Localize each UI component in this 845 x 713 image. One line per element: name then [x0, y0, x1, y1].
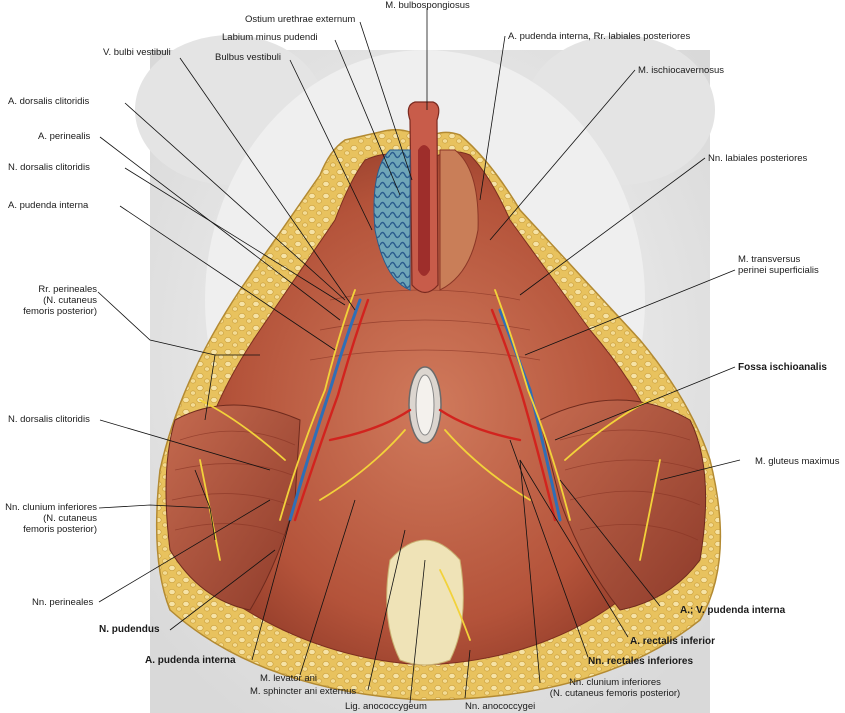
label-bulbus-vestibuli: Bulbus vestibuli	[215, 52, 282, 63]
leader-lines	[97, 8, 741, 704]
label-nn-labiales-posteriores: Nn. labiales posteriores	[708, 153, 808, 164]
label-a-rectalis-inferior: A. rectalis inferior	[630, 636, 716, 647]
label-av-pudenda-interna: A.; V. pudenda interna	[680, 605, 786, 616]
label-lig-anococcygeum: Lig. anococcygeum	[345, 701, 427, 712]
label-a-dorsalis-clitoridis: A. dorsalis clitoridis	[8, 96, 90, 107]
label-nn-perineales: Nn. perineales	[32, 597, 94, 608]
label-a-pudenda-interna-bottom: A. pudenda interna	[145, 655, 236, 666]
anus	[408, 366, 442, 444]
label-rr-perineales: Rr. perineales (N. cutaneus femoris post…	[23, 284, 97, 317]
label-bulbospongiosus: M. bulbospongiosus	[385, 0, 470, 11]
label-v-bulbi-vestibuli: V. bulbi vestibuli	[103, 47, 171, 58]
label-m-sphincter-ani: M. sphincter ani externus	[250, 686, 357, 697]
label-a-pudenda-interna-rr-labiales: A. pudenda interna, Rr. labiales posteri…	[508, 31, 691, 42]
vessels-nerves	[199, 289, 661, 641]
label-m-gluteus-maximus: M. gluteus maximus	[755, 456, 840, 467]
label-nn-anococcygei: Nn. anococcygei	[465, 701, 536, 712]
label-nn-rectales-inferiores: Nn. rectales inferiores	[588, 656, 694, 667]
label-a-perinealis: A. perinealis	[38, 131, 91, 142]
label-nn-clunium-left: Nn. clunium inferiores (N. cutaneus femo…	[5, 502, 97, 535]
label-m-levator-ani: M. levator ani	[260, 673, 318, 684]
muscle-field	[165, 151, 707, 666]
label-m-transversus-perinei: M. transversus perinei superficialis	[738, 254, 819, 276]
label-nn-clunium-right: Nn. clunium inferiores (N. cutaneus femo…	[549, 677, 681, 699]
label-fossa-ischioanalis: Fossa ischioanalis	[738, 362, 827, 373]
label-a-pudenda-interna-left: A. pudenda interna	[8, 200, 89, 211]
label-n-dorsalis-clitoridis-upper: N. dorsalis clitoridis	[8, 162, 90, 173]
label-labium-minus: Labium minus pudendi	[222, 32, 318, 43]
label-n-pudendus: N. pudendus	[99, 624, 160, 635]
label-m-ischiocavernosus: M. ischiocavernosus	[638, 65, 725, 76]
label-n-dorsalis-clitoridis-lower: N. dorsalis clitoridis	[8, 414, 90, 425]
label-ostium-urethrae: Ostium urethrae externum	[245, 14, 356, 25]
vestibule	[373, 101, 479, 294]
